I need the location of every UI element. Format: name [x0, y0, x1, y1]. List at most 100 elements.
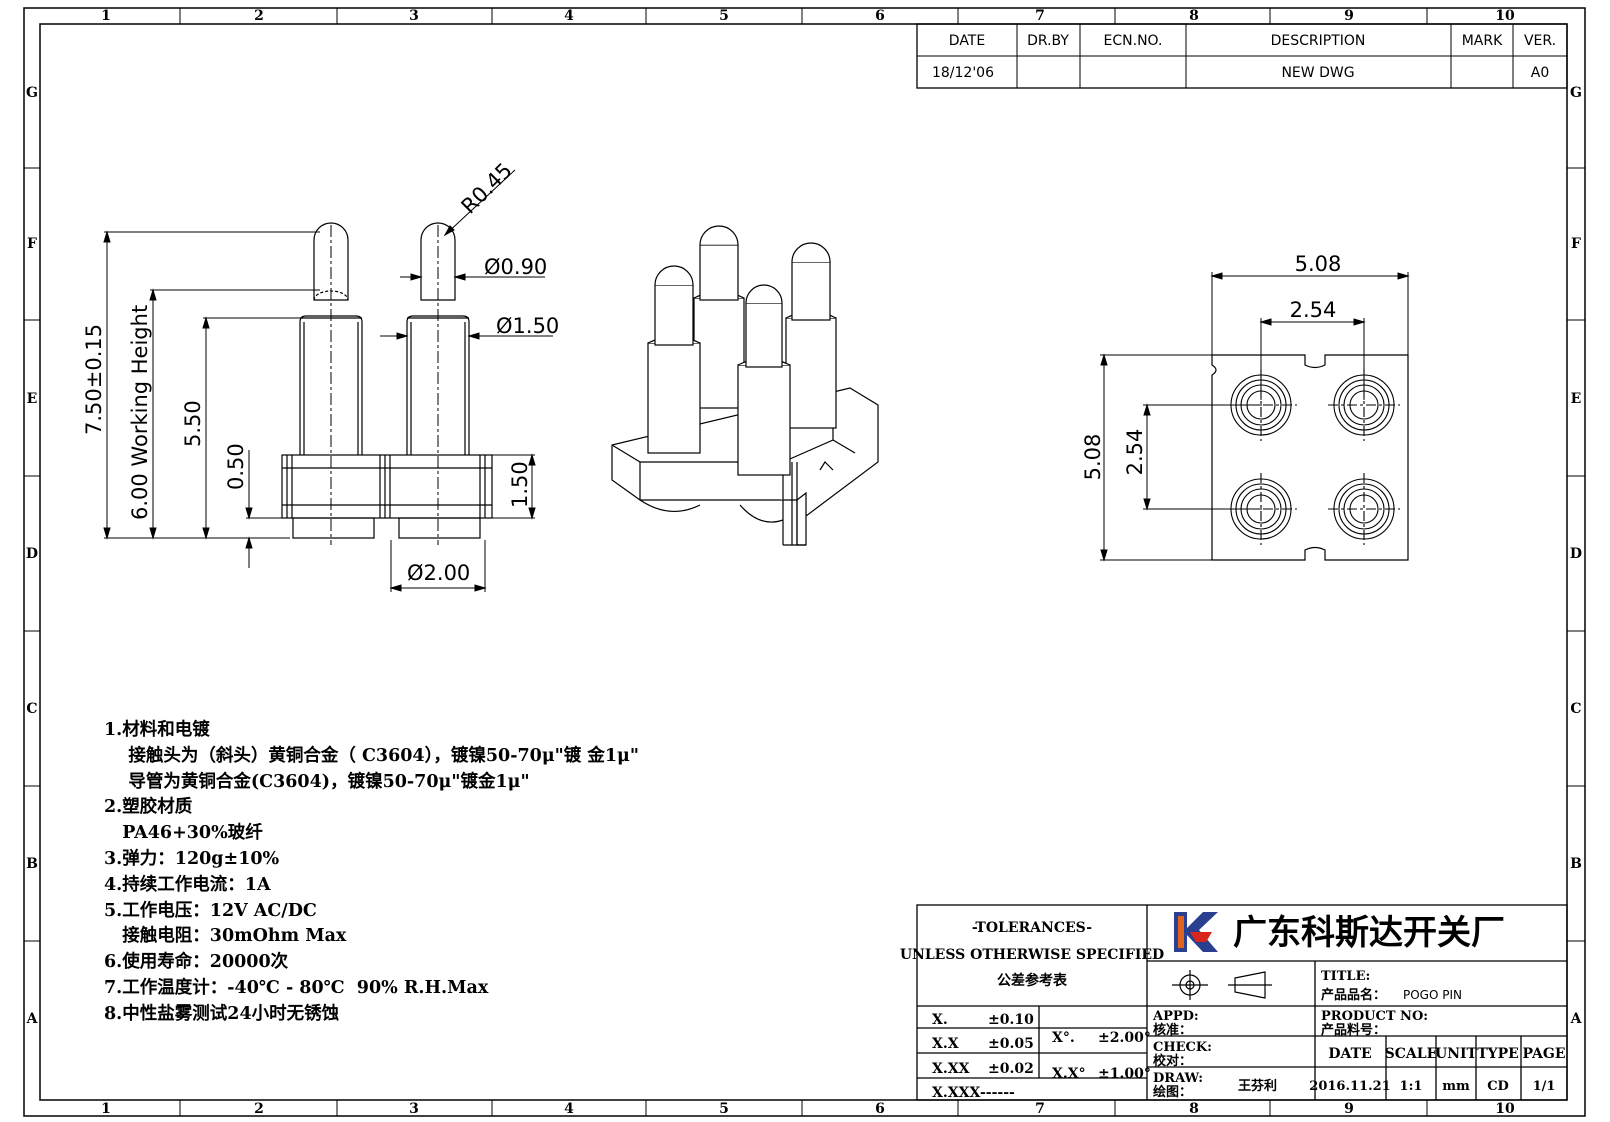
side-view [281, 222, 493, 545]
note-line: 5.工作电压：12V AC/DC [104, 900, 317, 921]
column-marker: 6 [875, 1101, 885, 1117]
drawer-name: 王芬利 [1238, 1078, 1277, 1094]
info-value-type: CD [1487, 1079, 1509, 1094]
row-marker: G [26, 85, 38, 101]
product-name-label: 产品品名： [1321, 987, 1386, 1003]
column-marker: 5 [719, 8, 729, 24]
tol-key: X.X [932, 1036, 959, 1052]
column-marker: 3 [409, 1101, 419, 1117]
dim-total-height: 7.50±0.15 [82, 324, 106, 435]
tol-value: ------ [980, 1085, 1015, 1101]
note-line: 3.弹力：120g±10% [104, 848, 280, 869]
top-view-dimensions [1100, 272, 1410, 562]
tol-value: ±0.02 [988, 1061, 1034, 1077]
dim-base-height: 1.50 [508, 461, 532, 508]
product-no-cn: 产品料号： [1321, 1022, 1386, 1038]
info-header-date: DATE [1328, 1046, 1371, 1062]
ang-value: ±1.00° [1098, 1066, 1151, 1082]
check-cn: 校对： [1153, 1053, 1192, 1069]
info-value-date: 2016.11.21 [1309, 1079, 1390, 1094]
isometric-view [611, 225, 879, 546]
rev-date-value: 18/12'06 [932, 65, 994, 81]
row-marker: E [27, 391, 38, 407]
column-marker: 2 [254, 1101, 264, 1117]
ang-key: X°. [1052, 1030, 1075, 1046]
dim-top-height: 5.08 [1081, 434, 1105, 481]
tolerance-rows: X. ±0.10 X.X ±0.05 X.XX ±0.02 X.XXX ----… [932, 1012, 1151, 1101]
tolerances-subtitle: UNLESS OTHERWISE SPECIFIED [900, 947, 1164, 963]
rev-header-ecn: ECN.NO. [1104, 33, 1163, 49]
product-no-label: PRODUCT NO: [1321, 1009, 1428, 1024]
rev-header-ver: VER. [1524, 33, 1556, 49]
product-name: POGO PIN [1403, 988, 1462, 1002]
row-marker: C [26, 701, 37, 717]
side-view-dimensions [103, 169, 553, 592]
rev-header-description: DESCRIPTION [1271, 33, 1366, 49]
row-marker: A [1570, 1011, 1583, 1027]
zone-ticks [24, 8, 1585, 1116]
tol-key: X. [932, 1012, 948, 1028]
column-marker: 4 [564, 1101, 574, 1117]
column-marker: 7 [1035, 8, 1045, 24]
row-marker: C [1570, 701, 1581, 717]
column-marker: 1 [101, 8, 111, 24]
column-marker: 8 [1189, 1101, 1199, 1117]
dim-tip-diameter: Ø0.90 [484, 255, 547, 279]
note-line: PA46+30%玻纤 [104, 823, 263, 844]
title-label: TITLE: [1321, 969, 1370, 984]
info-value-page: 1/1 [1533, 1079, 1556, 1094]
dim-top-pitch-y: 2.54 [1123, 429, 1147, 476]
note-line: 6.使用寿命：20000次 [104, 952, 289, 973]
column-marker: 8 [1189, 8, 1199, 24]
row-marker: B [1570, 856, 1582, 872]
note-line: 导管为黄铜合金(C3604)，镀镍50-70μ"镀金1μ" [104, 771, 530, 792]
company-logo [1174, 912, 1218, 952]
dim-radius: R0.45 [457, 158, 517, 218]
row-marker: E [1571, 391, 1582, 407]
tol-value: ±0.05 [988, 1036, 1034, 1052]
info-table: DATE SCALE UNIT TYPE PAGE 2016.11.21 1:1… [1309, 1046, 1565, 1094]
appd-cn: 核准： [1153, 1022, 1192, 1038]
column-marker: 10 [1495, 1101, 1515, 1117]
info-header-unit: UNIT [1435, 1046, 1478, 1062]
dim-working-height: 6.00 Working Height [128, 305, 152, 520]
inner-border [39, 23, 1568, 1101]
tol-value: ±0.10 [988, 1012, 1034, 1028]
rev-header-drby: DR.BY [1027, 33, 1069, 49]
notes: 1.材料和电镀 接触头为（斜头）黄铜合金（ C3604），镀镍50-70μ"镀 … [104, 718, 639, 1028]
company-name: 广东科斯达开关厂 [1233, 913, 1505, 953]
row-marker: B [26, 856, 38, 872]
note-line: 接触电阻：30mOhm Max [104, 926, 347, 947]
column-marker: 5 [719, 1101, 729, 1117]
title-fields: TITLE: 产品品名： POGO PIN APPD: 核准： PRODUCT … [1152, 969, 1462, 1100]
dim-body-height: 5.50 [181, 400, 205, 447]
column-marker: 4 [564, 8, 574, 24]
dim-base-diameter: Ø2.00 [407, 561, 470, 585]
tol-key: X.XX [932, 1061, 970, 1077]
dim-top-width: 5.08 [1295, 252, 1342, 276]
appd-label: APPD: [1152, 1009, 1199, 1024]
ang-value: ±2.00° [1098, 1030, 1151, 1046]
title-block [916, 904, 1568, 1101]
column-marker: 9 [1344, 1101, 1354, 1117]
note-line: 4.持续工作电流：1A [104, 874, 271, 895]
row-marker: F [1571, 236, 1581, 252]
dim-top-pitch-x: 2.54 [1290, 298, 1337, 322]
ang-key: X.X° [1052, 1066, 1086, 1082]
dim-bottom-gap: 0.50 [224, 443, 248, 490]
tolerances-title: -TOLERANCES- [972, 920, 1092, 936]
rev-ver-value: A0 [1531, 65, 1549, 81]
note-line: 2.塑胶材质 [104, 797, 193, 818]
tol-key: X.XXX [932, 1085, 980, 1101]
note-line: 1.材料和电镀 [104, 720, 210, 740]
note-line: 接触头为（斜头）黄铜合金（ C3604），镀镍50-70μ"镀 金1μ" [104, 745, 639, 766]
column-marker: 6 [875, 8, 885, 24]
info-value-unit: mm [1442, 1079, 1470, 1094]
column-marker: 2 [254, 8, 264, 24]
revision-table: DATE DR.BY ECN.NO. DESCRIPTION MARK VER.… [916, 23, 1568, 89]
note-line: 7.工作温度计：-40℃ - 80℃ 90% R.H.Max [104, 977, 489, 998]
rev-header-date: DATE [949, 33, 985, 49]
draw-label: DRAW: [1153, 1071, 1203, 1086]
